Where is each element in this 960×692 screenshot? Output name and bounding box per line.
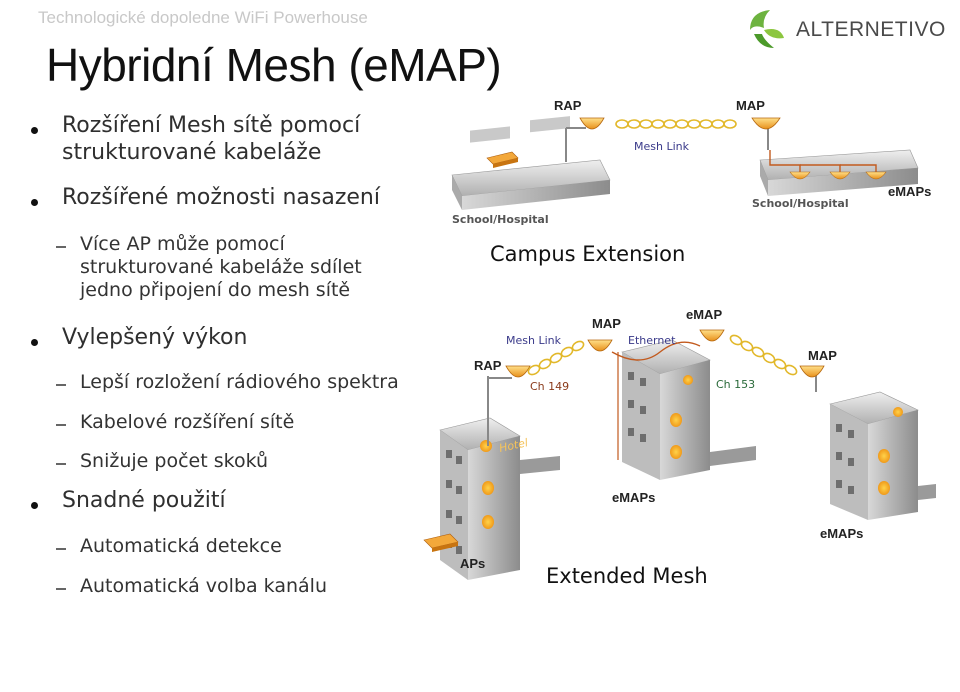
bullet-dot <box>31 127 38 134</box>
ethernet-cable <box>611 341 701 361</box>
bullet-item: Rozšíření Mesh sítě pomocí strukturované… <box>62 113 361 165</box>
emaps-label-right: eMAPs <box>820 526 864 541</box>
campus-building-left <box>451 116 611 210</box>
emap-antenna-icon <box>789 171 887 180</box>
bullet-item: Snadné použití <box>62 488 226 513</box>
presentation-header: Technologické dopoledne WiFi Powerhouse <box>38 8 368 27</box>
school-label-left: School/Hospital <box>452 213 549 226</box>
alternetivo-logo-icon <box>750 10 784 48</box>
ap-device-icon <box>423 533 459 552</box>
rap-router-icon <box>486 151 519 168</box>
map-label-top: MAP <box>736 98 765 113</box>
extended-mesh-caption: Extended Mesh <box>546 564 708 588</box>
ethernet-cabling <box>769 150 877 172</box>
antenna-icon <box>751 117 781 130</box>
ethernet-label: Ethernet <box>628 334 676 347</box>
bullet-dot <box>31 502 38 509</box>
campus-extension-caption: Campus Extension <box>490 242 686 266</box>
rap-label-bottom: RAP <box>474 358 502 373</box>
bullet-item: Rozšířené možnosti nasazení <box>62 185 380 210</box>
rap-label-top: RAP <box>554 98 582 113</box>
bullet-dot <box>31 199 38 206</box>
sub-bullet-dash <box>56 548 66 550</box>
sub-bullet-dash <box>56 384 66 386</box>
school-label-right: School/Hospital <box>752 197 849 210</box>
logo-text: ALTERNETIVO <box>796 18 946 41</box>
aps-label: APs <box>460 556 486 571</box>
sub-bullet-dash <box>56 424 66 426</box>
mesh-link-chain-top <box>615 119 737 129</box>
sub-bullet-item: Automatická volba kanálu <box>80 575 327 597</box>
map-label-right: MAP <box>808 348 837 363</box>
sub-bullet-item: Snižuje počet skoků <box>80 450 269 472</box>
sub-bullet-item: Kabelové rozšíření sítě <box>80 411 295 433</box>
map-label-middle: MAP <box>592 316 621 331</box>
bullet-dot <box>31 339 38 346</box>
slide-title: Hybridní Mesh (eMAP) <box>46 39 502 91</box>
sub-bullet-item: Automatická detekce <box>80 535 282 557</box>
bullet-item: Vylepšený výkon <box>62 325 248 350</box>
mesh-link-chain-left <box>527 340 585 376</box>
mesh-link-chain-right <box>729 334 798 376</box>
channel-149-label: Ch 149 <box>530 380 570 393</box>
sub-bullet-dash <box>56 588 66 590</box>
wifi-signal-icon <box>480 375 903 529</box>
sub-bullet-dash <box>56 246 66 248</box>
sub-bullet-item: Více AP může pomocí strukturované kabelá… <box>80 233 362 301</box>
emaps-label-middle: eMAPs <box>612 490 656 505</box>
emap-label: eMAP <box>686 307 723 322</box>
mesh-link-label-bottom: Mesh Link <box>506 334 561 347</box>
sub-bullet-item: Lepší rozložení rádiového spektra <box>80 371 399 393</box>
emaps-label-top: eMAPs <box>888 184 932 199</box>
building-windows <box>446 372 854 554</box>
antenna-icon <box>579 117 605 130</box>
hotel-sign-left: Hotel <box>498 436 529 455</box>
channel-153-label: Ch 153 <box>716 378 756 391</box>
sub-bullet-dash <box>56 463 66 465</box>
mesh-link-label-top: Mesh Link <box>634 140 689 153</box>
antenna-icon <box>505 329 825 378</box>
